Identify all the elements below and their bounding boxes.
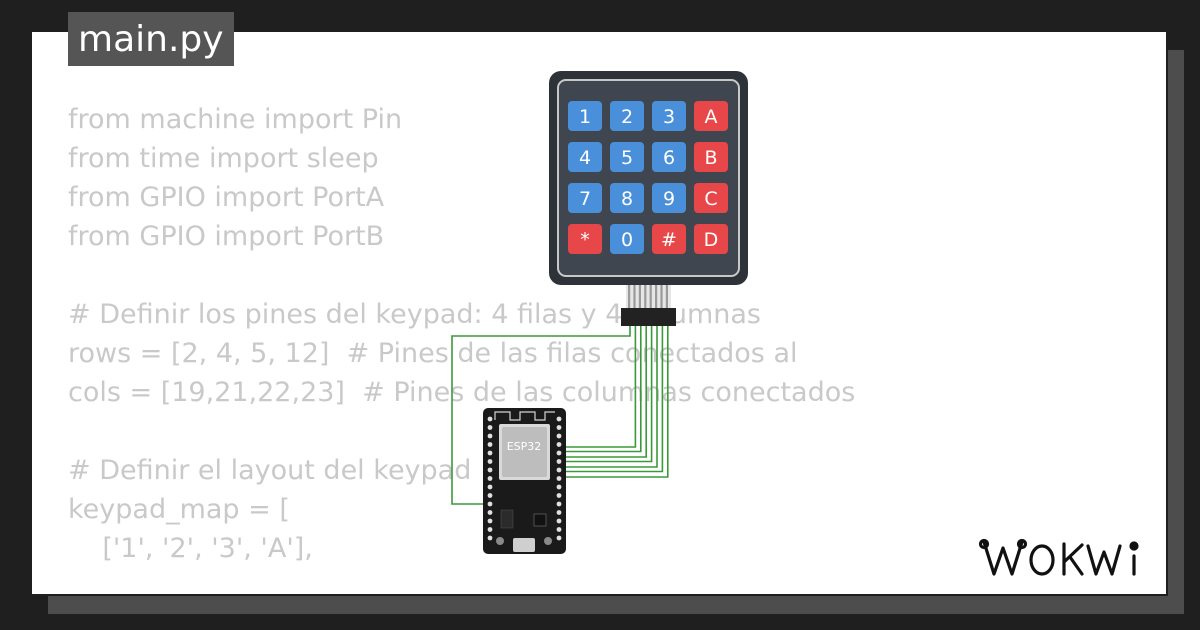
keypad-key[interactable]: B: [694, 142, 728, 172]
esp32-board[interactable]: ESP32: [483, 408, 566, 554]
keypad-key-label: A: [705, 106, 718, 128]
keypad-key-label: C: [704, 188, 717, 210]
code-line: cols = [19,21,22,23] # Pines de las colu…: [68, 377, 856, 408]
code-line: # Definir los pines del keypad: 4 filas …: [68, 299, 761, 330]
wokwi-logo: [978, 538, 1139, 576]
chip-shield-inner: [502, 427, 547, 477]
usb-port[interactable]: [513, 538, 535, 552]
keypad-key-label: 0: [621, 229, 633, 251]
keypad-key[interactable]: 8: [610, 183, 644, 213]
keypad-key[interactable]: D: [694, 224, 728, 254]
keypad-body: [557, 79, 740, 277]
voltage-regulator: [500, 509, 514, 529]
filename-tab[interactable]: main.py: [68, 12, 234, 66]
keypad-keys: 1 2 3 A 4 5 6 B 7 8 9 C * 0 # D: [568, 101, 728, 254]
keypad-key-label: B: [704, 147, 717, 169]
ribbon-connector: [621, 285, 676, 326]
membrane-keypad[interactable]: 1 2 3 A 4 5 6 B 7 8 9 C * 0 # D: [549, 71, 748, 326]
code-line: from GPIO import PortA: [68, 182, 385, 213]
keypad-key-label: #: [661, 229, 677, 251]
usb-uart-chip: [533, 513, 547, 527]
chip-label: ESP32: [507, 440, 542, 453]
keypad-key[interactable]: 6: [652, 142, 686, 172]
keypad-key[interactable]: *: [568, 224, 602, 254]
keypad-key-label: 4: [579, 147, 591, 169]
keypad-key[interactable]: A: [694, 101, 728, 131]
keypad-key[interactable]: 3: [652, 101, 686, 131]
code-line: keypad_map = [: [68, 494, 290, 525]
code-line: # Definir el layout del keypad: [68, 455, 472, 486]
keypad-key-label: D: [704, 229, 719, 251]
code-line: from GPIO import PortB: [68, 221, 385, 252]
keypad-key[interactable]: 2: [610, 101, 644, 131]
code-line: from time import sleep: [68, 143, 379, 174]
reset-button[interactable]: [544, 537, 552, 545]
keypad-key[interactable]: 7: [568, 183, 602, 213]
keypad-key[interactable]: 9: [652, 183, 686, 213]
board-header-pins: [487, 416, 562, 541]
keypad-key-label: 9: [663, 188, 675, 210]
keypad-key[interactable]: 0: [610, 224, 644, 254]
keypad-key-label: 1: [579, 106, 591, 128]
keypad-key-label: 2: [621, 106, 633, 128]
keypad-key[interactable]: C: [694, 183, 728, 213]
keypad-key-label: 5: [621, 147, 633, 169]
antenna-trace: [494, 411, 555, 421]
keypad-key[interactable]: 1: [568, 101, 602, 131]
keypad-key[interactable]: 4: [568, 142, 602, 172]
keypad-key[interactable]: #: [652, 224, 686, 254]
keypad-key-label: *: [580, 229, 590, 251]
keypad-key-label: 6: [663, 147, 675, 169]
boot-button[interactable]: [496, 537, 504, 545]
keypad-key-label: 8: [621, 188, 633, 210]
keypad-key-label: 3: [663, 106, 675, 128]
keypad-key[interactable]: 5: [610, 142, 644, 172]
code-line: from machine import Pin: [68, 104, 403, 135]
wire-bundle: [451, 326, 669, 505]
keypad-key-label: 7: [579, 188, 591, 210]
code-line: ['1', '2', '3', 'A'],: [68, 533, 313, 564]
